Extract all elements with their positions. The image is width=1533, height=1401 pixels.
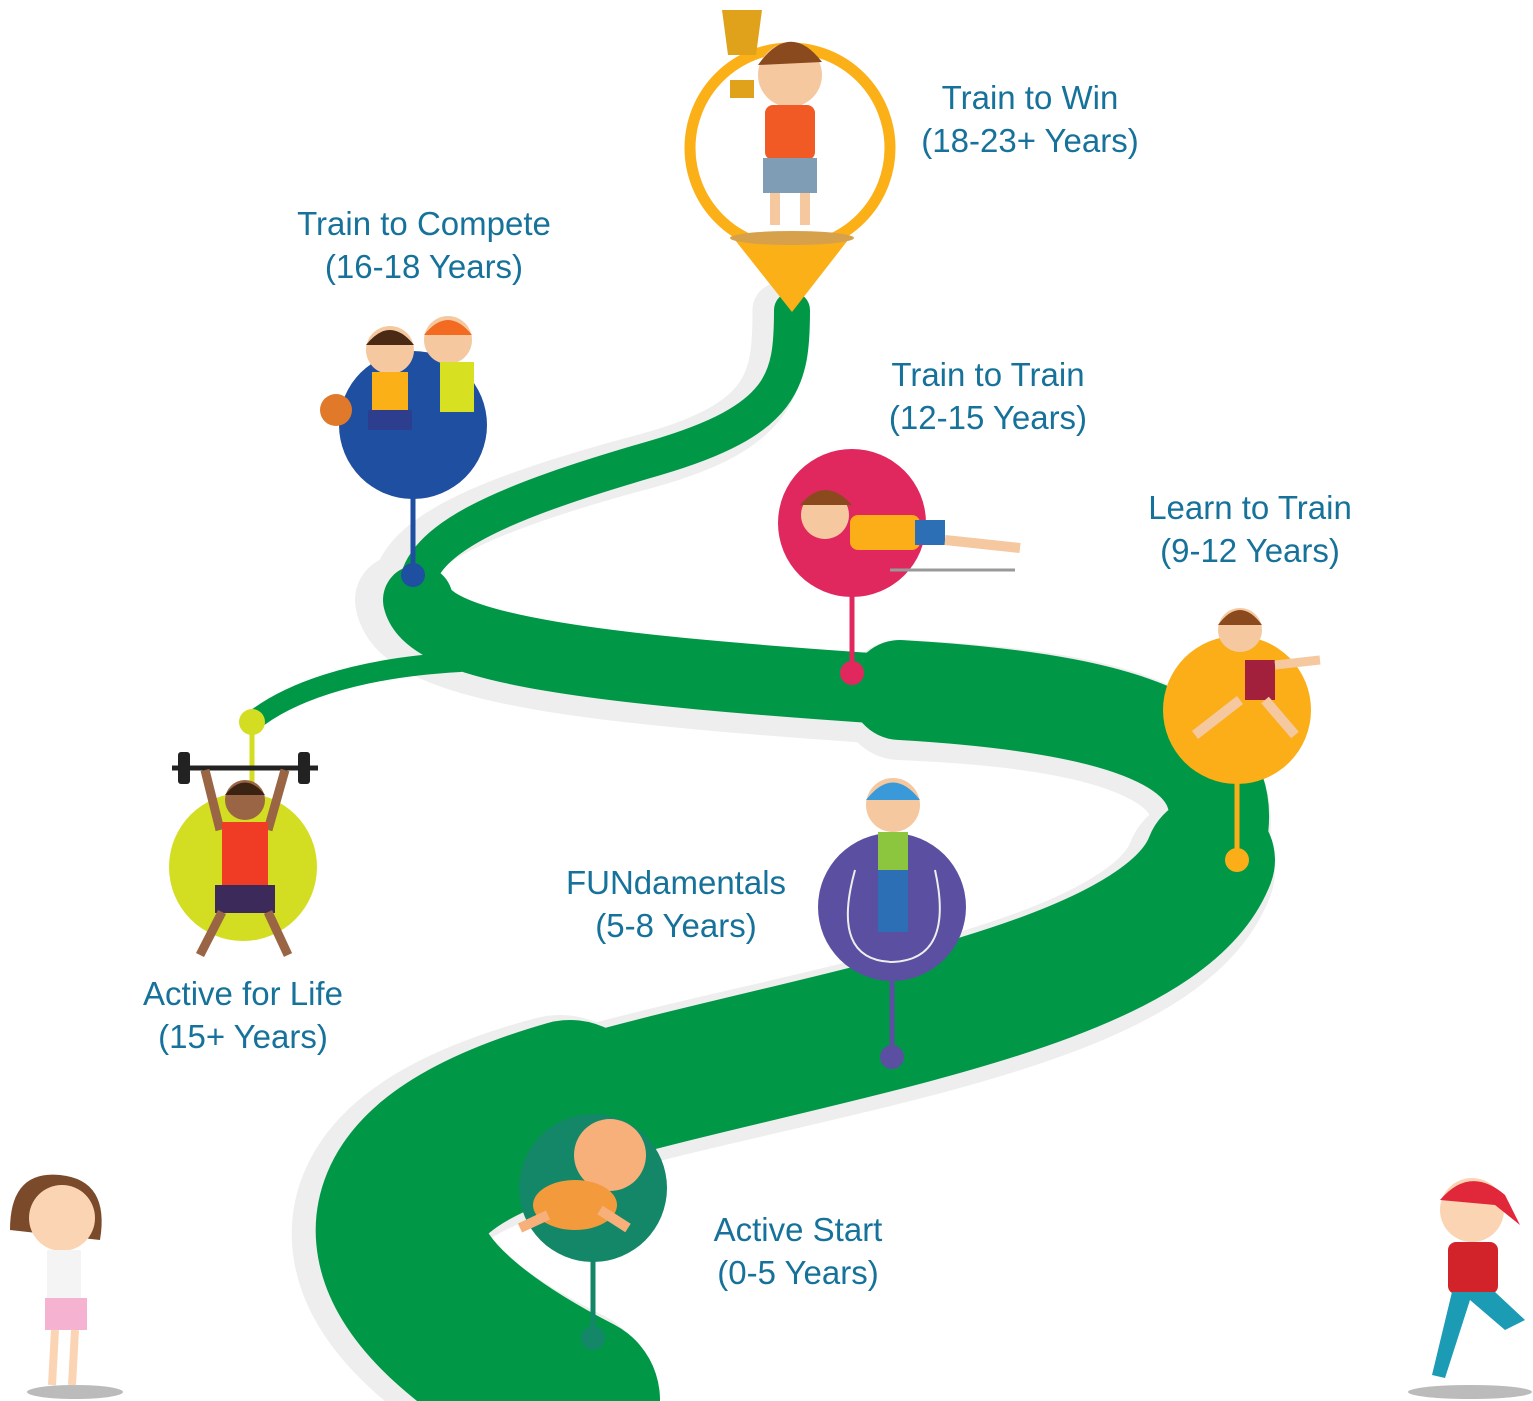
stage-age: (18-23+ Years) [921, 122, 1139, 159]
stage-label-fundamentals: FUNdamentals (5-8 Years) [496, 861, 856, 947]
trophy-boy-figure [722, 10, 822, 225]
jump-rope-icon [846, 869, 941, 964]
road [242, 292, 1275, 1401]
girl-right-figure [1408, 1178, 1532, 1399]
stage-marker-learn-to-train [1163, 608, 1321, 872]
stage-marker-train-to-win [684, 10, 896, 312]
trophy-icon [722, 10, 762, 55]
stage-marker-fundamentals [818, 778, 966, 1069]
stage-label-train-to-train: Train to Train (12-15 Years) [808, 353, 1168, 439]
stage-title: FUNdamentals [565, 864, 787, 901]
stage-age: (5-8 Years) [595, 907, 757, 944]
stage-label-active-for-life: Active for Life (15+ Years) [63, 972, 423, 1058]
stage-title: Learn to Train [1148, 489, 1352, 526]
stage-marker-active-start [517, 1114, 667, 1350]
stage-title: Train to Compete [297, 205, 551, 242]
stage-label-train-to-win: Train to Win (18-23+ Years) [850, 76, 1210, 162]
stage-label-train-to-compete: Train to Compete (16-18 Years) [244, 202, 604, 288]
stage-age: (16-18 Years) [324, 248, 524, 285]
stage-title: Train to Win [941, 79, 1119, 116]
stage-title: Train to Train [891, 356, 1085, 393]
stage-age: (9-12 Years) [1160, 532, 1340, 569]
stage-label-learn-to-train: Learn to Train (9-12 Years) [1070, 486, 1430, 572]
stage-age: (15+ Years) [158, 1018, 328, 1055]
stage-age: (0-5 Years) [717, 1254, 879, 1291]
stage-label-active-start: Active Start (0-5 Years) [618, 1208, 978, 1294]
stage-title: Active for Life [143, 975, 343, 1012]
girl-left-figure [10, 1174, 123, 1399]
basketball-icon [320, 394, 352, 426]
stage-title: Active Start [713, 1211, 883, 1248]
stage-marker-active-for-life [169, 709, 318, 958]
stage-age: (12-15 Years) [888, 399, 1088, 436]
stage-marker-train-to-train [778, 449, 1021, 685]
stage-marker-train-to-compete [320, 316, 487, 587]
